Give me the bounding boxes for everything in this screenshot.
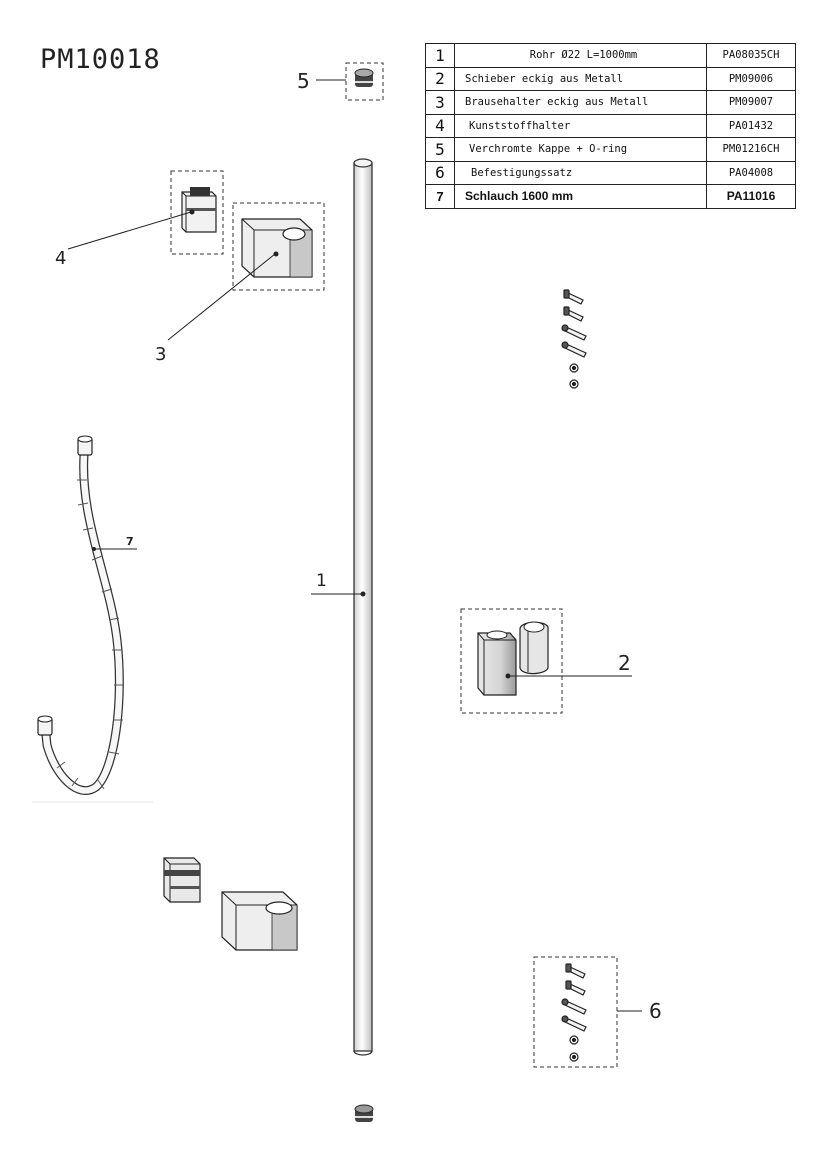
part-number: 6 [425, 160, 455, 185]
callout-7: 7 [94, 535, 137, 550]
part-code: PA01432 [706, 113, 796, 138]
callout-2-label: 2 [618, 651, 631, 675]
callout-1-label: 1 [316, 571, 327, 591]
plastic-holder-loose [163, 857, 201, 903]
callout-5: 5 [297, 69, 346, 93]
callout-7-label: 7 [126, 535, 134, 548]
part-number: 3 [425, 90, 455, 115]
parts-row: 3 Brausehalter eckig aus Metall PM09007 [425, 90, 796, 115]
part-number: 1 [425, 43, 455, 68]
cap-bottom [354, 1104, 374, 1122]
shower-holder-part [232, 202, 325, 291]
parts-row: 5 Verchromte Kappe + O-ring PM01216CH [425, 137, 796, 162]
fixing-kit-part [533, 956, 618, 1068]
part-description: Schlauch 1600 mm [454, 184, 707, 209]
part-code: PM01216CH [706, 137, 796, 162]
parts-row: 1 Rohr Ø22 L=1000mm PA08035CH [425, 43, 796, 68]
callout-2: 2 [509, 651, 632, 677]
screws-loose [561, 289, 587, 389]
part-code: PA08035CH [706, 43, 796, 68]
part-code: PM09006 [706, 66, 796, 91]
parts-row: 4 Kunststoffhalter PA01432 [425, 113, 796, 138]
callout-4-label: 4 [55, 248, 66, 269]
part-number: 7 [425, 184, 455, 209]
slider-part [460, 608, 563, 714]
part-description: Kunststoffhalter [454, 113, 707, 138]
callout-5-label: 5 [297, 69, 310, 93]
part-description: Rohr Ø22 L=1000mm [454, 43, 707, 68]
callout-3-label: 3 [155, 344, 166, 365]
hose-part [32, 435, 153, 803]
part-description: Schieber eckig aus Metall [454, 66, 707, 91]
part-description: Brausehalter eckig aus Metall [454, 90, 707, 115]
parts-row: 7 Schlauch 1600 mm PA11016 [425, 184, 796, 209]
part-code: PA11016 [706, 184, 796, 209]
callout-1: 1 [311, 571, 361, 595]
parts-table: 1 Rohr Ø22 L=1000mm PA08035CH 2 Schieber… [425, 43, 796, 209]
drawing-title: PM10018 [40, 44, 161, 75]
callout-4: 4 [55, 211, 192, 269]
plastic-holder-part [170, 170, 224, 255]
shower-holder-loose [221, 891, 298, 951]
callout-3: 3 [155, 253, 276, 365]
part-description: Verchromte Kappe + O-ring [454, 137, 707, 162]
callout-6: 6 [617, 999, 662, 1023]
part-code: PM09007 [706, 90, 796, 115]
tube-part [353, 158, 373, 1056]
callout-6-label: 6 [649, 999, 662, 1023]
parts-row: 2 Schieber eckig aus Metall PM09006 [425, 66, 796, 91]
cap-part [345, 62, 384, 101]
